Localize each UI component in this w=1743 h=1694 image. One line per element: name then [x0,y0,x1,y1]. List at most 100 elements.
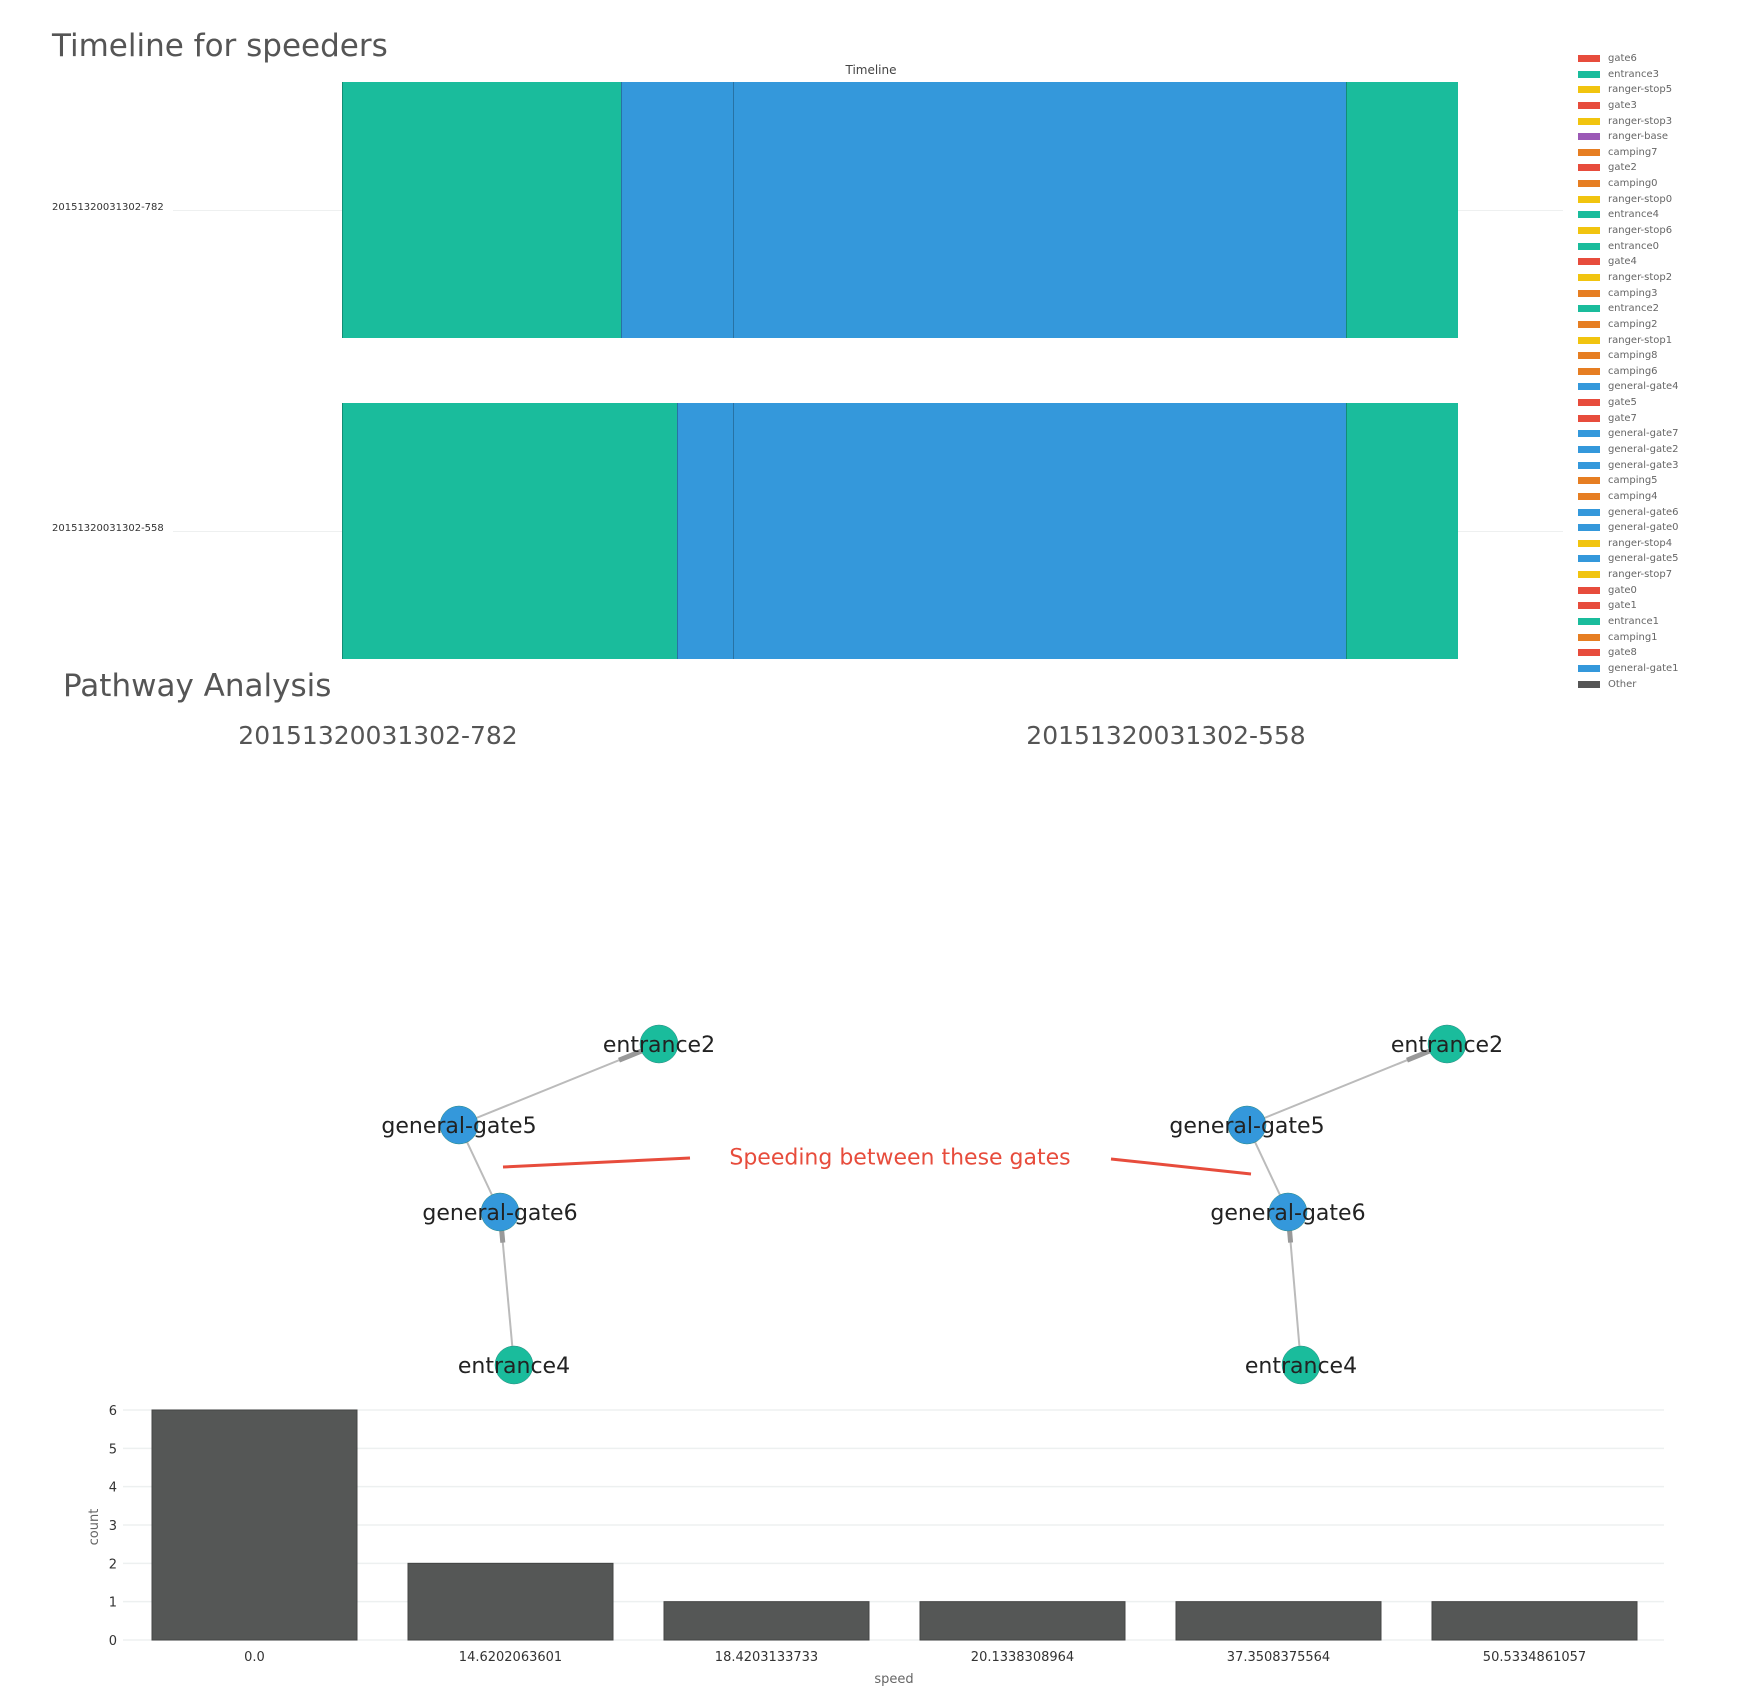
legend-swatch [1578,117,1600,125]
network-node-entrance2[interactable] [639,1024,679,1064]
legend-swatch [1578,289,1600,297]
x-tick-label: 37.3508375564 [1227,1650,1330,1665]
timeline-segment-entrance[interactable] [1346,403,1458,659]
node-label: entrance4 [458,1354,570,1379]
network-node-general-gate5[interactable] [439,1105,479,1145]
timeline-segment-general-gate[interactable] [732,82,1347,338]
timeline-segment-entrance[interactable] [1346,82,1458,338]
gridline [1458,531,1563,532]
bar[interactable] [663,1601,870,1641]
legend-swatch [1578,383,1600,391]
timeline-segment-general-gate[interactable] [732,403,1347,659]
legend-swatch [1578,618,1600,626]
bar[interactable] [1175,1601,1382,1641]
legend-swatch [1578,602,1600,610]
legend-label: gate4 [1608,256,1637,268]
legend-swatch [1578,399,1600,407]
legend-label: entrance0 [1608,240,1660,252]
legend-swatch [1578,101,1600,109]
node-label: general-gate6 [422,1201,577,1226]
legend-label: general-gate4 [1608,381,1679,393]
timeline-segment-general-gate[interactable] [621,82,733,338]
legend-label: camping3 [1608,287,1658,299]
pathway-heading: Pathway Analysis [63,668,332,704]
legend-swatch [1578,446,1600,453]
bar[interactable] [151,1409,358,1641]
legend-label: ranger-stop0 [1608,193,1673,205]
network-node-general-gate5[interactable] [1227,1105,1267,1145]
legend-label: ranger-stop3 [1608,115,1673,127]
legend-label: entrance1 [1608,616,1660,628]
legend-swatch [1578,55,1600,62]
x-tick-label: 20.1338308964 [971,1650,1074,1665]
legend-swatch [1578,86,1600,94]
timeline-chart-title: Timeline [845,63,897,77]
annotation-pointer-left [502,1156,691,1169]
bar[interactable] [1431,1601,1638,1641]
y-tick-label: 3 [109,1519,117,1534]
legend-swatch [1578,336,1600,344]
y-tick-label: 6 [109,1404,117,1419]
legend-swatch [1578,524,1600,532]
legend-swatch [1578,273,1600,281]
legend-swatch [1578,586,1600,594]
legend-swatch [1578,227,1600,235]
legend-label: general-gate0 [1608,522,1679,534]
timeline-segment-general-gate[interactable] [676,403,733,659]
x-tick-label: 50.5334861057 [1483,1650,1586,1665]
network-node-entrance4[interactable] [494,1345,534,1385]
timeline-heading: Timeline for speeders [52,28,388,64]
timeline-segment-entrance[interactable] [342,403,677,659]
legend-swatch [1578,148,1600,156]
legend-label: general-gate5 [1608,553,1679,565]
legend-label: gate3 [1608,99,1637,111]
node-label: entrance2 [1391,1033,1503,1058]
legend-swatch [1578,70,1600,78]
legend-label: camping4 [1608,490,1658,502]
network-node-entrance2[interactable] [1427,1024,1467,1064]
y-tick-label: 5 [109,1442,117,1457]
edge-arrow [618,1048,644,1063]
legend-swatch [1578,477,1600,485]
legend-swatch [1578,352,1600,360]
legend-swatch [1578,320,1600,328]
legend-label: camping2 [1608,318,1658,330]
x-axis-label: speed [874,1672,913,1687]
x-tick-label: 14.6202063601 [459,1650,562,1665]
legend-swatch [1578,571,1600,579]
timeline-row-label: 20151320031302-558 [52,523,164,534]
node-label: entrance4 [1245,1354,1357,1379]
legend-label: gate7 [1608,412,1637,424]
legend-swatch [1578,664,1600,672]
legend-swatch [1578,367,1600,375]
legend-label: gate1 [1608,600,1637,612]
legend-label: ranger-base [1608,131,1668,143]
network-node-entrance4[interactable] [1281,1345,1321,1385]
graph-title-782: 20151320031302-782 [238,721,518,750]
legend-label: camping5 [1608,475,1658,487]
network-node-general-gate6[interactable] [1268,1192,1308,1232]
legend-label: ranger-stop5 [1608,84,1673,96]
legend-label: ranger-stop4 [1608,537,1673,549]
bar[interactable] [407,1562,614,1641]
legend-label: camping8 [1608,350,1658,362]
y-tick-label: 4 [109,1481,117,1496]
node-label: entrance2 [603,1033,715,1058]
node-label: general-gate5 [1169,1114,1324,1139]
network-node-general-gate6[interactable] [480,1192,520,1232]
legend-label: general-gate6 [1608,506,1679,518]
graph-title-558: 20151320031302-558 [1026,721,1306,750]
legend-label: general-gate7 [1608,428,1679,440]
bar[interactable] [919,1601,1126,1641]
legend-label: ranger-stop2 [1608,271,1673,283]
timeline-segment-entrance[interactable] [342,82,621,338]
y-tick-label: 0 [109,1634,117,1649]
legend-label: entrance2 [1608,303,1660,315]
legend-label: entrance3 [1608,68,1660,80]
legend-swatch [1578,195,1600,203]
legend-label: general-gate3 [1608,459,1679,471]
y-axis-label: count [87,1509,102,1546]
edge-arrow [1406,1048,1432,1063]
legend-label: entrance4 [1608,209,1660,221]
